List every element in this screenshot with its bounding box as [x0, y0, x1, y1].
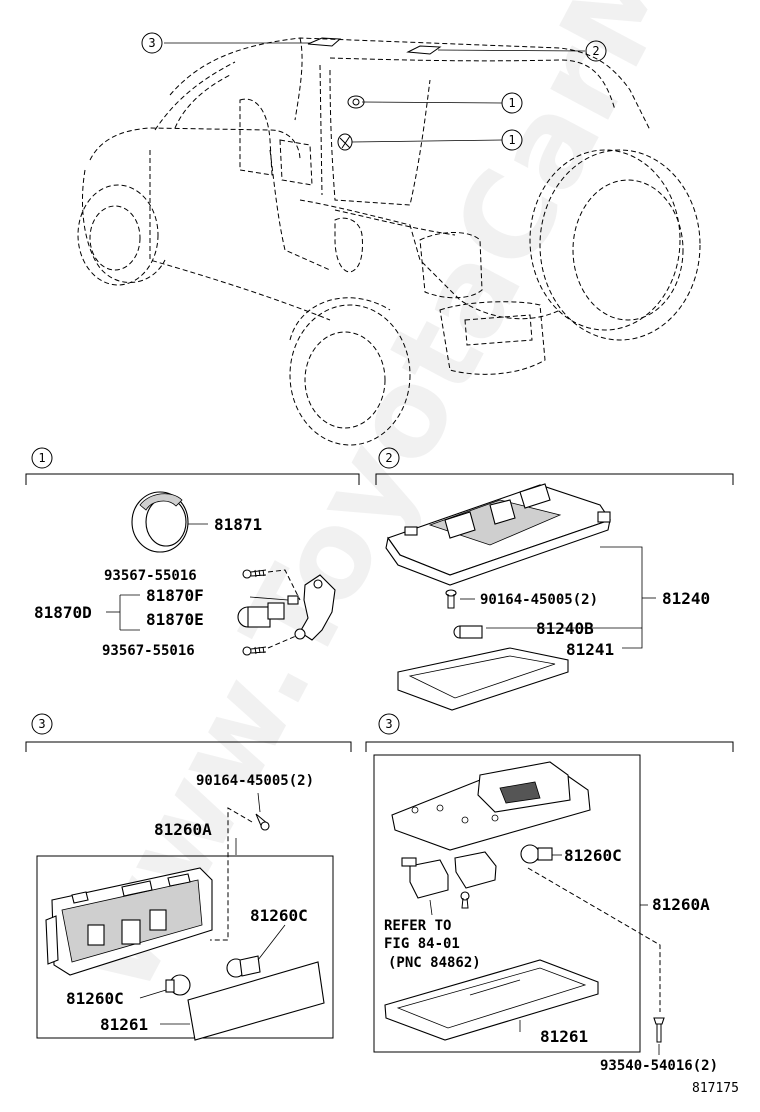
part-number-81260c-right: 81260C — [250, 906, 308, 925]
bulb-81260c-left — [165, 974, 191, 996]
svg-text:3: 3 — [148, 36, 155, 50]
lamp-housing-3a — [45, 867, 213, 976]
figure-number: 817175 — [692, 1081, 739, 1096]
cover-ring-81871 — [131, 491, 189, 553]
part-number-81241: 81241 — [566, 640, 614, 659]
lamp-housing-3b — [391, 761, 591, 851]
svg-text:2: 2 — [385, 451, 392, 465]
part-number-81870e: 81870E — [146, 610, 204, 629]
section-1: 1 81871 93567-55016 — [25, 447, 360, 659]
part-number-93540-54016: 93540-54016(2) — [600, 1058, 718, 1074]
detail-box-3a — [36, 855, 334, 1039]
lens-81241 — [397, 647, 569, 711]
part-number-81871: 81871 — [214, 515, 262, 534]
part-number-90164-45005: 90164-45005(2) — [480, 592, 598, 608]
overview-callout-1-upper: 1 — [501, 92, 523, 114]
svg-text:1: 1 — [38, 451, 45, 465]
screw-bottom — [242, 646, 267, 656]
svg-text:2: 2 — [592, 44, 599, 58]
section-3b: 3 81260C — [365, 713, 734, 1074]
svg-text:1: 1 — [508, 133, 515, 147]
screw-section3a — [255, 792, 270, 831]
part-number-81870d: 81870D — [34, 603, 92, 622]
socket-bracket — [287, 574, 336, 641]
screw-93540 — [653, 1017, 665, 1043]
part-number-81261-3b: 81261 — [540, 1027, 588, 1046]
screw-section3b — [460, 891, 470, 909]
part-number-93567-55016-top: 93567-55016 — [104, 568, 197, 584]
refer-note-line3: (PNC 84862) — [388, 955, 481, 971]
part-number-93567-55016-bottom: 93567-55016 — [102, 643, 195, 659]
section-3a: 3 90164-45005(2) 81260A — [25, 713, 352, 1041]
svg-text:1: 1 — [508, 96, 515, 110]
part-number-81260a-3b: 81260A — [652, 895, 710, 914]
part-number-90164-45005-3a: 90164-45005(2) — [196, 773, 314, 789]
part-number-81261-3a: 81261 — [100, 1015, 148, 1034]
lens-81261-3b — [384, 959, 599, 1041]
screw-top — [242, 569, 267, 579]
screw-section2 — [445, 589, 457, 609]
bulb-81240b — [453, 625, 483, 639]
detail-box-3b — [373, 754, 641, 1053]
part-number-81240b: 81240B — [536, 619, 594, 638]
switch-block — [401, 851, 497, 899]
part-number-81260c-3b: 81260C — [564, 846, 622, 865]
refer-note-line1: REFER TO — [384, 918, 451, 934]
lens-81261-3a — [187, 961, 325, 1041]
overview-callout-1-lower: 1 — [501, 129, 523, 151]
part-number-81260a-3a: 81260A — [154, 820, 212, 839]
part-number-81870f: 81870F — [146, 586, 204, 605]
svg-text:3: 3 — [385, 717, 392, 731]
bulb-81260c-3b — [520, 844, 553, 864]
bulb-81260c-right — [226, 955, 261, 978]
part-number-81260c-left: 81260C — [66, 989, 124, 1008]
overview-callout-3: 3 — [141, 32, 163, 54]
section-2: 2 81240 90164-45005(2) 81240B — [375, 447, 734, 711]
part-number-81240: 81240 — [662, 589, 710, 608]
overview-callout-2: 2 — [585, 40, 607, 62]
svg-text:3: 3 — [38, 717, 45, 731]
vehicle-overview — [77, 37, 701, 446]
refer-note-line2: FIG 84-01 — [384, 936, 460, 952]
bulb-81870e — [237, 602, 285, 628]
lamp-housing-81240 — [385, 483, 611, 586]
